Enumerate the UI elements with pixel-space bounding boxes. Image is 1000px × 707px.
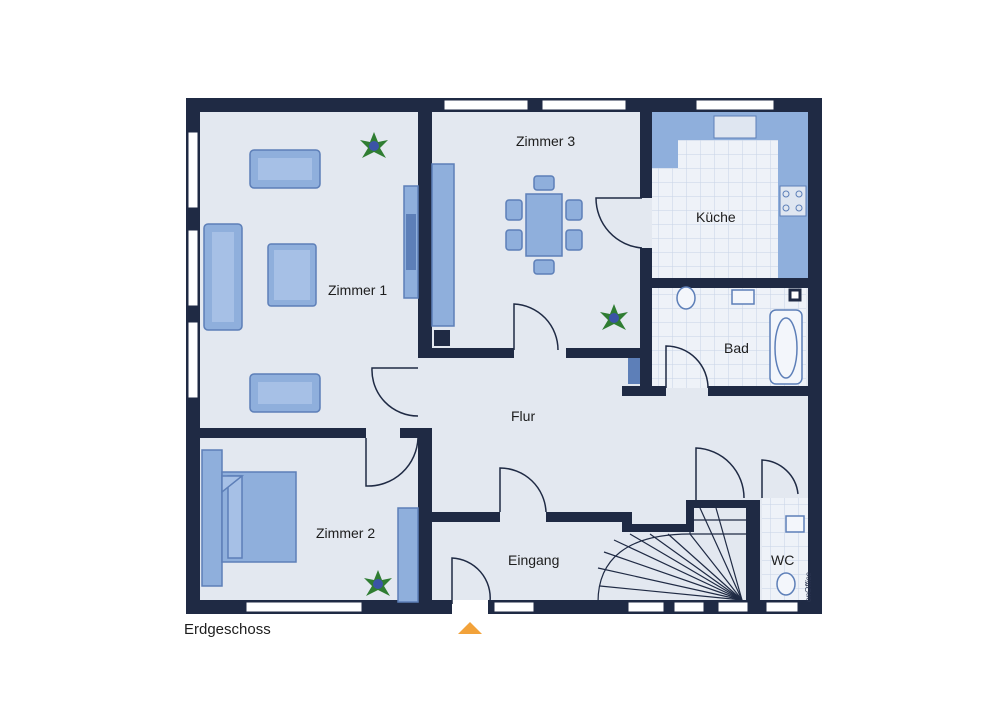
- kitchen-counters: [652, 112, 808, 278]
- staircase: [597, 507, 746, 603]
- room-label-wc: WC: [771, 552, 795, 568]
- wardrobe: [397, 507, 419, 603]
- wc-sink: [785, 515, 805, 533]
- room-label-zimmer1: Zimmer 1: [328, 282, 388, 298]
- dining-table: [525, 193, 563, 257]
- plants: [360, 132, 628, 596]
- plant-zimmer3: [600, 304, 628, 330]
- room-label-zimmer2: Zimmer 2: [316, 525, 376, 541]
- bath-toilet: [676, 286, 696, 310]
- living-furniture: [203, 149, 455, 413]
- floor-label: Erdgeschoss: [184, 621, 271, 638]
- bath-fixtures: [676, 286, 805, 596]
- bedroom-furniture: [201, 449, 419, 603]
- kitchen-sink: [713, 115, 757, 139]
- room-label-kueche: Küche: [696, 209, 736, 225]
- plant-zimmer1: [360, 132, 388, 158]
- dining-furniture: [505, 175, 583, 275]
- wc-toilet: [776, 572, 796, 596]
- doors: [365, 197, 799, 604]
- brand-watermark: onOffice: [804, 572, 813, 602]
- entry-arrow-icon: [458, 622, 482, 634]
- stove: [779, 185, 807, 217]
- room-label-eingang: Eingang: [508, 552, 560, 568]
- bath-sink: [731, 289, 755, 305]
- plant-zimmer2: [364, 570, 392, 596]
- windows: [187, 99, 799, 614]
- room-label-bad: Bad: [724, 340, 749, 356]
- room-label-zimmer3: Zimmer 3: [516, 133, 576, 149]
- sideboard: [431, 163, 455, 327]
- nightstand-bar: [201, 449, 223, 587]
- room-label-flur: Flur: [511, 408, 536, 424]
